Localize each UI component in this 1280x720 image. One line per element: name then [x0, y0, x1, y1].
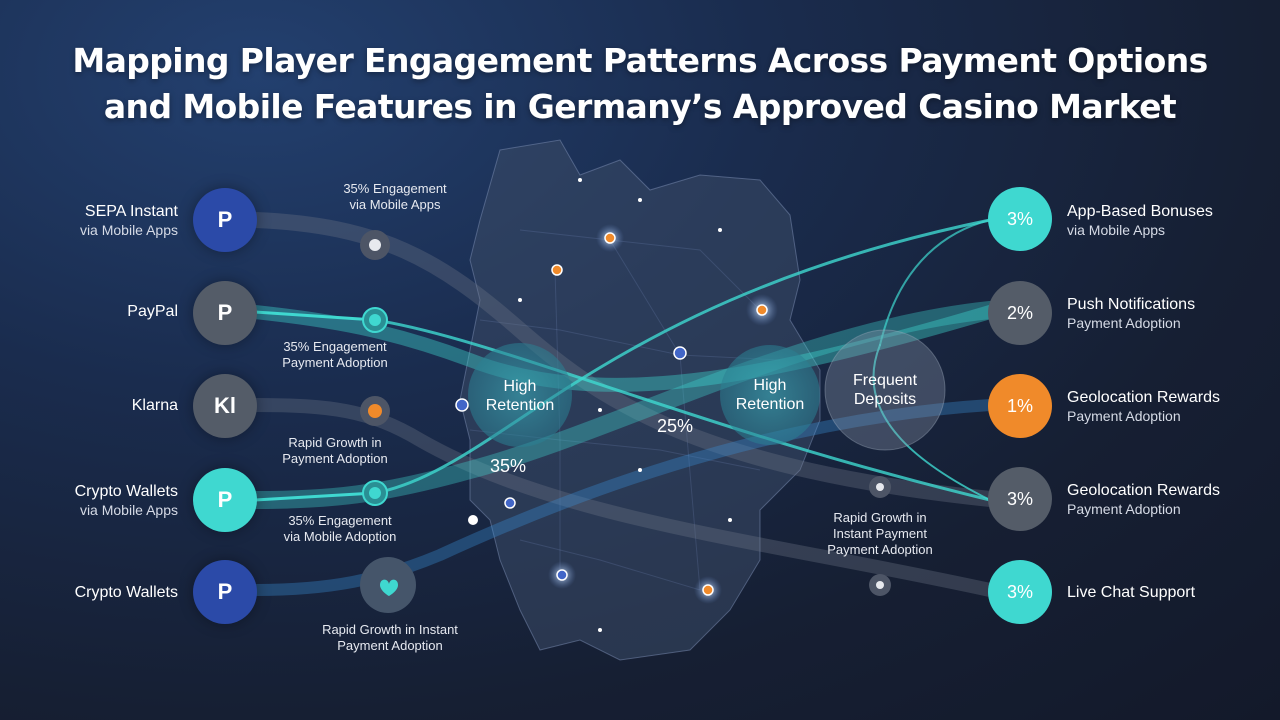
- heart-icon: [380, 579, 398, 596]
- title-line-2: and Mobile Features in Germany’s Approve…: [103, 87, 1177, 126]
- bubble-high-retention-2: [720, 345, 820, 445]
- center-value-35: 35%: [490, 456, 527, 476]
- paypal-icon: P: [193, 281, 257, 345]
- bubble-frequent-deposits: [824, 329, 946, 451]
- left-label-crypto-wallets: Crypto Wallets: [74, 584, 178, 601]
- right-value-geolocation-2: 3%: [988, 467, 1052, 531]
- bubble-high-retention-1: [468, 343, 572, 447]
- right-label-live-chat: Live Chat Support: [1067, 584, 1196, 601]
- right-value-app-bonuses: 3%: [988, 187, 1052, 251]
- paypal-icon: P: [193, 468, 257, 532]
- paypal-icon: P: [193, 560, 257, 624]
- left-label-klarna: Klarna: [131, 397, 178, 414]
- klarna-icon: Kl: [193, 374, 257, 438]
- center-value-25: 25%: [657, 416, 694, 436]
- city-markers: [455, 178, 778, 632]
- left-label-paypal: PayPal: [127, 303, 178, 320]
- page-title: Mapping Player Engagement Patterns Acros…: [40, 38, 1240, 130]
- right-value-push-notifications: 2%: [988, 281, 1052, 345]
- right-value-geolocation-1: 1%: [988, 374, 1052, 438]
- title-line-1: Mapping Player Engagement Patterns Acros…: [72, 41, 1208, 80]
- right-value-live-chat: 3%: [988, 560, 1052, 624]
- paypal-icon: P: [193, 188, 257, 252]
